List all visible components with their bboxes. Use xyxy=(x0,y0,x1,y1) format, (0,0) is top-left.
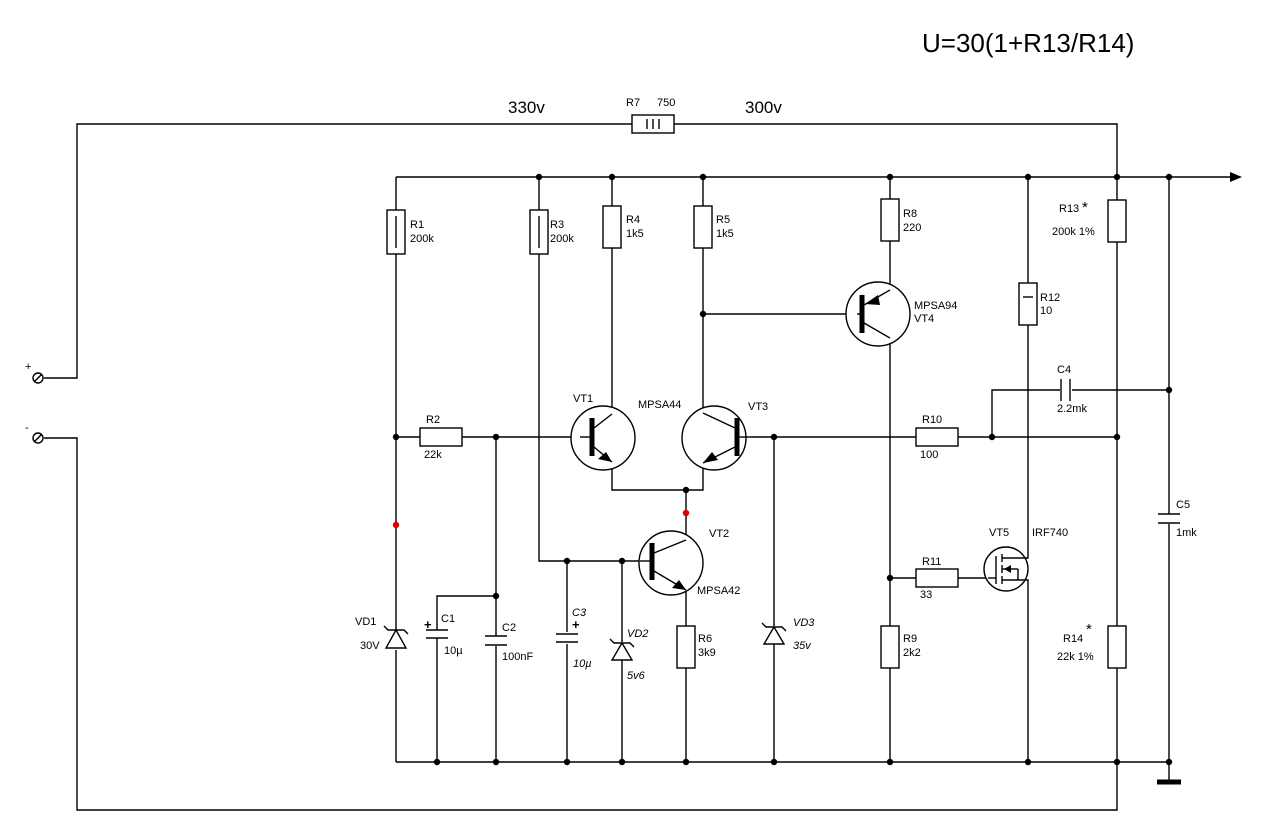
resistor-r12: R12 10 xyxy=(1018,282,1060,326)
capacitor-c1: + C1 10µ xyxy=(424,613,463,657)
resistor-r14: R14 * 22k 1% xyxy=(1057,621,1127,669)
vd2-name: VD2 xyxy=(627,628,648,640)
r6-name: R6 xyxy=(698,633,712,645)
vt4-type: MPSA94 xyxy=(914,300,957,312)
junction-dots xyxy=(392,173,1173,766)
r9-name: R9 xyxy=(903,633,917,645)
transistor-vt2: VT2 MPSA42 xyxy=(638,528,740,597)
c3-plus: + xyxy=(572,617,580,632)
r13-star: * xyxy=(1082,199,1088,216)
vt5-type: IRF740 xyxy=(1032,527,1068,539)
capacitor-c4: C4 2.2mk xyxy=(1057,364,1087,415)
c3-value: 10µ xyxy=(573,658,592,670)
vd1-value: 30V xyxy=(360,640,380,652)
transistor-vt5: VT5 IRF740 xyxy=(983,527,1068,592)
terminal-minus-label: - xyxy=(25,422,29,434)
r11-value: 33 xyxy=(920,589,932,601)
resistor-r2: R2 22k xyxy=(419,414,463,461)
vt1-name: VT1 xyxy=(573,393,593,405)
vt3-name: VT3 xyxy=(748,401,768,413)
r7-name: R7 xyxy=(626,97,640,109)
c1-name: C1 xyxy=(441,613,455,625)
vd3-name: VD3 xyxy=(793,617,815,629)
zener-vd3: VD3 35v xyxy=(761,617,815,652)
c1-value: 10µ xyxy=(444,645,463,657)
vt2-type: MPSA42 xyxy=(697,585,740,597)
output-voltage-label: 300v xyxy=(745,98,782,117)
input-voltage-label: 330v xyxy=(508,98,545,117)
vt5-name: VT5 xyxy=(989,527,1009,539)
r14-star: * xyxy=(1086,621,1092,638)
c3-name-visible: C3 xyxy=(572,607,587,619)
resistor-r8: R8 220 xyxy=(880,198,921,242)
resistor-r7: R7 750 xyxy=(626,97,675,134)
r2-value: 22k xyxy=(424,449,442,461)
vt2-name: VT2 xyxy=(709,528,729,540)
r13-name: R13 xyxy=(1059,203,1079,215)
c4-name: C4 xyxy=(1057,364,1071,376)
c2-name: C2 xyxy=(502,622,516,634)
r14-value: 22k 1% xyxy=(1057,651,1094,663)
vt4-name: VT4 xyxy=(914,313,934,325)
r12-value: 10 xyxy=(1040,305,1052,317)
resistor-r3: R3 200k xyxy=(529,209,574,255)
resistor-r5: R5 1k5 xyxy=(693,205,734,249)
r6-value: 3k9 xyxy=(698,647,716,659)
r9-value: 2k2 xyxy=(903,647,921,659)
resistor-r11: R11 33 xyxy=(915,556,959,601)
zener-vd2: VD2 5v6 xyxy=(609,628,648,682)
input-terminals: + - xyxy=(25,361,44,444)
r10-value: 100 xyxy=(920,449,938,461)
c5-name: C5 xyxy=(1176,499,1190,511)
c2-value: 100nF xyxy=(502,651,533,663)
r5-value: 1k5 xyxy=(716,228,734,240)
output-formula: U=30(1+R13/R14) xyxy=(922,28,1134,58)
transistor-vt1: VT1 MPSA44 xyxy=(570,393,681,471)
r5-name: R5 xyxy=(716,214,730,226)
r1-name: R1 xyxy=(410,219,424,231)
c1-plus: + xyxy=(424,617,432,632)
r11-name: R11 xyxy=(922,556,941,568)
c4-value: 2.2mk xyxy=(1057,403,1087,415)
transistor-vt4: MPSA94 VT4 xyxy=(845,281,957,347)
vt1-type: MPSA44 xyxy=(638,399,681,411)
r4-value: 1k5 xyxy=(626,228,644,240)
c5-value: 1mk xyxy=(1176,527,1197,539)
resistor-r4: R4 1k5 xyxy=(602,205,644,249)
terminal-plus-label: + xyxy=(25,361,31,373)
r12-name: R12 xyxy=(1040,292,1060,304)
r8-value: 220 xyxy=(903,222,921,234)
capacitor-c3: + C3 C3 10µ xyxy=(556,607,592,670)
r1-value: 200k xyxy=(410,233,434,245)
r3-name: R3 xyxy=(550,219,564,231)
vd2-value: 5v6 xyxy=(627,670,646,682)
capacitor-c2: C2 100nF xyxy=(485,622,533,663)
r2-name: R2 xyxy=(426,414,440,426)
vd1-name: VD1 xyxy=(355,616,376,628)
r4-name: R4 xyxy=(626,214,640,226)
capacitor-c5: C5 1mk xyxy=(1158,499,1197,539)
resistor-r9: R9 2k2 xyxy=(880,625,921,669)
vd3-value: 35v xyxy=(793,640,812,652)
r7-value: 750 xyxy=(657,97,675,109)
resistor-r6: R6 3k9 xyxy=(676,625,716,669)
resistor-r1: R1 200k xyxy=(386,209,434,255)
wires xyxy=(44,123,1242,811)
r8-name: R8 xyxy=(903,208,917,220)
r3-value: 200k xyxy=(550,233,574,245)
transistor-vt3: VT3 xyxy=(681,401,768,471)
r14-name: R14 xyxy=(1063,633,1083,645)
resistor-r10: R10 100 xyxy=(915,414,959,461)
zener-vd1: VD1 30V xyxy=(355,616,409,652)
r10-name: R10 xyxy=(922,414,942,426)
resistor-r13: R13 * 200k 1% xyxy=(1052,199,1127,243)
r13-value: 200k 1% xyxy=(1052,226,1095,238)
